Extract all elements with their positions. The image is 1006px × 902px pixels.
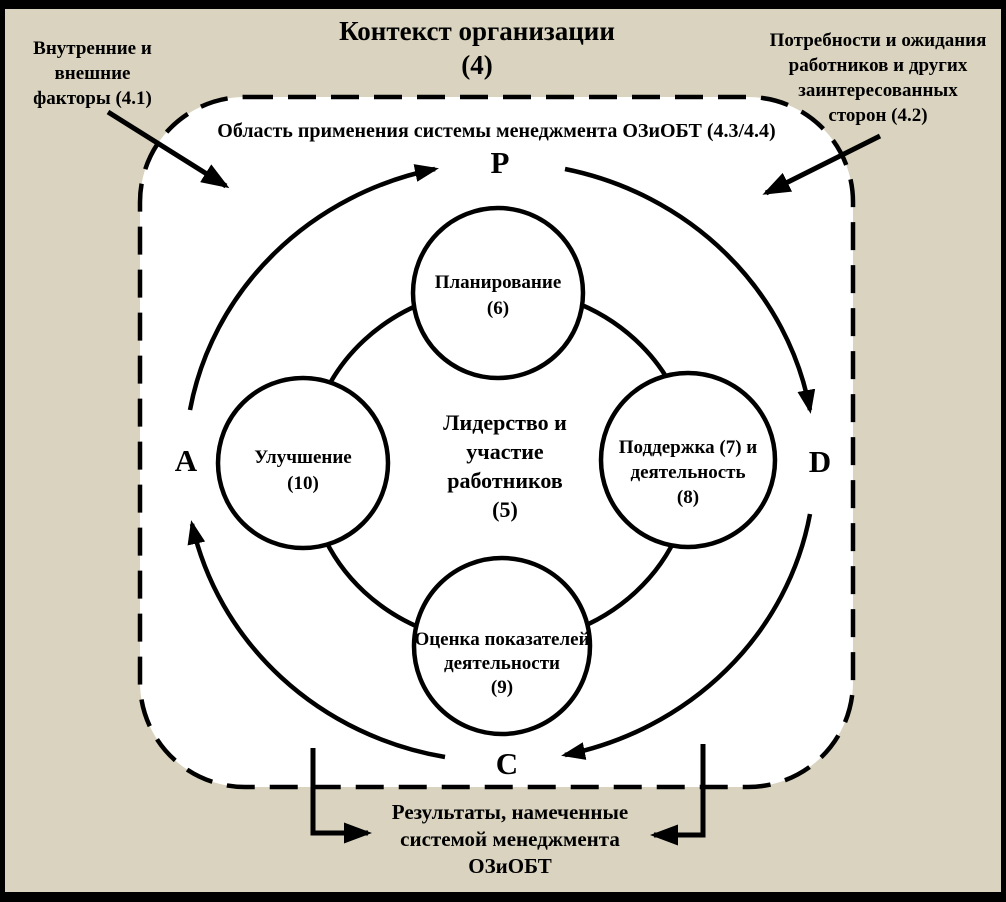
internal-external-factors-note: Внутренние и внешние факторы (4.1): [0, 36, 185, 111]
note-line: Потребности и ожидания: [769, 30, 987, 51]
node-line: деятельность: [630, 462, 746, 483]
intended-outcomes-note: Результаты, намеченные системой менеджме…: [360, 799, 660, 880]
node-line: (8): [676, 487, 700, 508]
center-line: (5): [492, 497, 518, 522]
pdca-letter-p: P: [490, 145, 510, 180]
cycle-arc-d-to-c: [561, 513, 813, 760]
performance-evaluation-label: Оценка показателей деятельности (9): [402, 628, 602, 700]
outcomes-right-connector-arrow: [650, 744, 706, 846]
center-line: работников: [447, 468, 563, 493]
cycle-arc-c-to-a: [187, 520, 446, 760]
center-line: участие: [466, 439, 544, 464]
note-line: системой менеджмента: [400, 827, 620, 851]
pdca-letter-c: C: [495, 746, 519, 781]
pdca-letter-d: D: [808, 444, 832, 479]
node-line: Оценка показателей: [414, 629, 590, 650]
support-operation-circle: [598, 370, 778, 550]
needs-expectations-arrow: [762, 133, 882, 196]
node-line: деятельности: [444, 653, 560, 674]
performance-evaluation-circle: [411, 555, 593, 737]
outcomes-left-connector-arrow: [310, 748, 372, 844]
note-line: Результаты, намеченные: [391, 800, 629, 824]
node-line: Поддержка (7) и: [618, 437, 758, 458]
node-line: (10): [287, 473, 319, 494]
oh-s-management-system-boundary: [137, 94, 856, 790]
planning-circle: [410, 205, 586, 381]
node-line: (9): [490, 677, 514, 698]
pdca-letter-a: A: [174, 443, 198, 478]
cycle-arc-a-to-p: [187, 164, 439, 411]
leadership-participation-label: Лидерство и участие работников (5): [405, 408, 605, 524]
note-line: заинтересованных: [798, 80, 958, 101]
note-line: ОЗиОБТ: [468, 854, 552, 878]
needs-expectations-note: Потребности и ожидания работников и друг…: [748, 28, 1006, 128]
node-line: Планирование: [434, 272, 562, 293]
node-line: Улучшение: [254, 447, 352, 468]
planning-label: Планирование (6): [398, 270, 598, 322]
center-line: Лидерство и: [443, 410, 567, 435]
scope-label: Область применения системы менеджмента О…: [217, 120, 776, 142]
page-title-line: (4): [461, 50, 493, 80]
note-line: внешние: [54, 63, 131, 84]
page-title: Контекст организации (4): [227, 14, 727, 82]
note-line: сторон (4.2): [828, 105, 928, 126]
support-operation-label: Поддержка (7) и деятельность (8): [588, 435, 788, 510]
note-line: работников и других: [788, 55, 968, 76]
improvement-label: Улучшение (10): [203, 445, 403, 497]
improvement-circle: [215, 375, 391, 551]
note-line: факторы (4.1): [33, 88, 152, 109]
node-line: (6): [486, 298, 510, 319]
internal-external-factors-arrow: [106, 109, 230, 189]
page-title-line: Контекст организации: [339, 16, 615, 46]
cycle-arc-p-to-d: [564, 166, 816, 414]
note-line: Внутренние и: [33, 38, 152, 59]
